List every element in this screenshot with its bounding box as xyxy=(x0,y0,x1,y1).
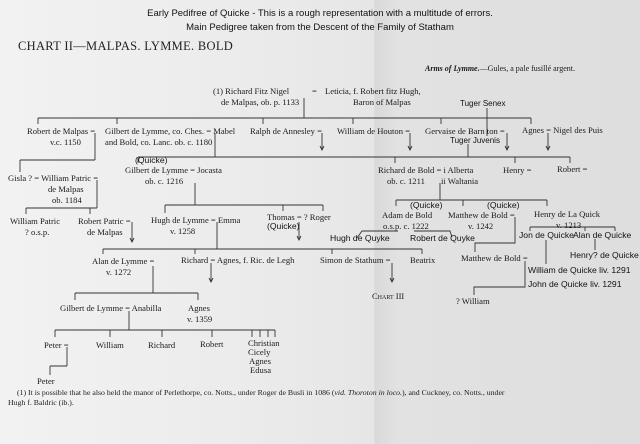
person-alan-de-quicke: Alan de Quicke xyxy=(573,230,632,240)
person-william-de-quicke: William de Quicke liv. 1291 xyxy=(528,265,631,275)
quicke-note: (Quicke) xyxy=(267,221,300,231)
quicke-note: (Quicke) xyxy=(410,200,443,210)
person-gisla-william-patric: Gisla ? = William Patric = xyxy=(8,173,99,183)
arms-label: Arms of Lymme. xyxy=(425,64,480,73)
person-gervaise: Gervaise de Barn ton = xyxy=(425,126,505,136)
person-agnes-nigel: Agnes = Nigel des Puis xyxy=(522,125,603,135)
person-william: William xyxy=(96,340,124,350)
chart-iii-reference[interactable]: Chart III xyxy=(372,291,405,301)
person-detail: v. 1359 xyxy=(187,314,213,324)
person-simon-de-stathum: Simon de Stathum = xyxy=(320,255,391,265)
person-richard-de-bold: Richard de Bold = i Alberta xyxy=(378,165,474,175)
person-henry-de-quicke: Henry? de Quicke xyxy=(570,250,639,260)
person-henry-de-la-quick: Henry de La Quick xyxy=(534,209,601,219)
person-detail: ob. c. 1211 xyxy=(387,176,425,186)
person-detail: ? o.s.p. xyxy=(25,227,50,237)
person-detail: v. 1258 xyxy=(170,226,196,236)
person-jon-de-quicke: Jon de Quicke xyxy=(519,230,574,240)
person-detail: and Bold, co. Lanc. ob. c. 1180 xyxy=(105,137,213,147)
person-detail: ob. c. 1216 xyxy=(145,176,184,186)
person-cicely: Cicely xyxy=(248,347,271,357)
arms-note: Arms of Lymme.—Gules, a pale fusillé arg… xyxy=(425,65,575,73)
person-robert: Robert xyxy=(200,339,224,349)
person-william-patric: William Patric xyxy=(10,216,61,226)
person-detail: v. 1242 xyxy=(468,221,494,231)
person-thomas: Thomas = ? Roger xyxy=(267,212,331,222)
person-robert: Robert = xyxy=(557,164,588,174)
person-tuger-juvenis: Tuger Juvenis xyxy=(450,136,500,145)
person-agnes: Agnes xyxy=(249,356,271,366)
header-line-1: Early Pedifree of Quicke - This is a rou… xyxy=(147,8,493,19)
person-william-houton: William de Houton = xyxy=(337,126,411,136)
person-john-de-quicke: John de Quicke liv. 1291 xyxy=(528,279,622,289)
quicke-note: (Quicke) xyxy=(135,155,168,165)
person-detail: de Malpas, ob. p. 1133 xyxy=(221,97,300,107)
footnote-line-1: (1) It is possible that he also held the… xyxy=(17,389,505,397)
person-hugh-emma: Hugh de Lymme = Emma xyxy=(151,215,241,225)
person-robert-patric: Robert Patric = xyxy=(78,216,131,226)
person-detail: ob. 1184 xyxy=(52,195,82,205)
person-detail: de Malpas xyxy=(48,184,84,194)
person-matthew-de-bold-ii: Matthew de Bold = xyxy=(461,253,528,263)
person-detail: de Malpas xyxy=(87,227,123,237)
person-peter: Peter = xyxy=(44,340,69,350)
person-peter-son: Peter xyxy=(37,376,55,386)
person-gilbert-mabel: Gilbert de Lymme, co. Ches. = Mabel xyxy=(105,126,236,136)
person-ralph: Ralph de Annesley = xyxy=(250,126,322,136)
arms-text: —Gules, a pale fusillé argent. xyxy=(479,64,575,73)
person-detail: Baron of Malpas xyxy=(353,97,411,107)
marriage-sign: = xyxy=(312,86,317,96)
quicke-note: (Quicke) xyxy=(487,200,520,210)
person-robert-de-quyke: Robert de Quyke xyxy=(410,233,475,243)
person-detail: v.c. 1150 xyxy=(50,137,81,147)
person-q-william: ? William xyxy=(456,296,490,306)
footnote-text: (1) It is possible that he also held the… xyxy=(17,388,335,397)
person-henry: Henry = xyxy=(503,165,532,175)
person-gilbert-jocasta: Gilbert de Lymme = Jocasta xyxy=(125,165,222,175)
person-hugh-de-quyke: Hugh de Quyke xyxy=(330,233,390,243)
person-leticia: Leticia, f. Robert fitz Hugh, xyxy=(325,86,421,96)
person-detail: o.s.p. c. 1222 xyxy=(383,221,429,231)
person-edusa: Edusa xyxy=(250,365,272,375)
person-beatrix: Beatrix xyxy=(410,255,436,265)
chart-title: CHART II—MALPAS. LYMME. BOLD xyxy=(18,39,234,53)
person-matthew-de-bold: Matthew de Bold = xyxy=(448,210,515,220)
person-adam-de-bold: Adam de Bold xyxy=(382,210,433,220)
person-detail: v. 1213 xyxy=(556,220,582,230)
person-richard-fitz-nigel: (1) Richard Fitz Nigel xyxy=(213,86,290,96)
footnote-line-2: Hugh f. Baldric (ib.). xyxy=(8,398,74,407)
person-richard-agnes: Richard = Agnes, f. Ric. de Legh xyxy=(181,255,295,265)
footnote-text: ), and Cuckney, co. Notts., under xyxy=(401,388,505,397)
person-christian: Christian xyxy=(248,338,280,348)
person-alan-de-lymme: Alan de Lymme = xyxy=(92,256,155,266)
person-richard: Richard xyxy=(148,340,176,350)
footnote-citation: vid. Thoroton in loco. xyxy=(334,388,402,397)
person-detail: v. 1272 xyxy=(106,267,132,277)
person-gilbert-anabilla: Gilbert de Lymme = Anabilla xyxy=(60,303,162,313)
person-agnes: Agnes xyxy=(188,303,210,313)
header-line-2: Main Pedigree taken from the Descent of … xyxy=(186,22,454,33)
person-robert-de-malpas: Robert de Malpas = xyxy=(27,126,96,136)
person-tuger-senex: Tuger Senex xyxy=(460,99,506,108)
person-detail: ii Waltania xyxy=(441,176,479,186)
